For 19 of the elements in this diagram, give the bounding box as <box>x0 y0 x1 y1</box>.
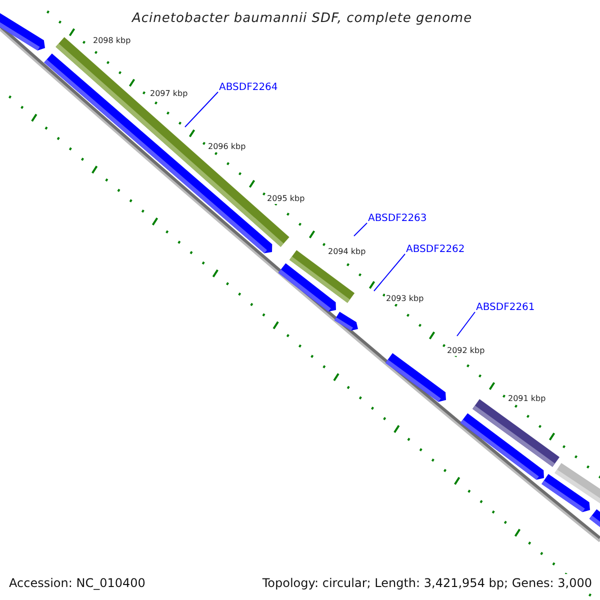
scale-label: 2095 kbp <box>266 194 306 204</box>
scale-label: 2096 kbp <box>207 142 247 152</box>
genome-summary-text: Topology: circular; Length: 3,421,954 bp; Genes: 3,000 <box>262 574 592 592</box>
scale-label: 2093 kbp <box>385 294 425 304</box>
scale-label: 2092 kbp <box>446 346 486 356</box>
gene-label: ABSDF2263 <box>368 212 427 226</box>
scale-label: 2091 kbp <box>507 394 547 404</box>
gene-label: ABSDF2261 <box>476 301 535 315</box>
leader-line <box>184 92 218 128</box>
gene-label: ABSDF2262 <box>406 243 465 257</box>
accession-text: Accession: NC_010400 <box>9 575 146 592</box>
scale-label: 2097 kbp <box>149 89 189 99</box>
scale-label: 2094 kbp <box>327 247 367 257</box>
leader-line <box>456 312 476 336</box>
leader-line <box>374 254 406 292</box>
gene-label: ABSDF2264 <box>219 81 278 95</box>
leader-line <box>354 222 368 236</box>
map-title: Acinetobacter baumannii SDF, complete genome <box>132 10 472 28</box>
scale-label: 2098 kbp <box>92 36 132 46</box>
